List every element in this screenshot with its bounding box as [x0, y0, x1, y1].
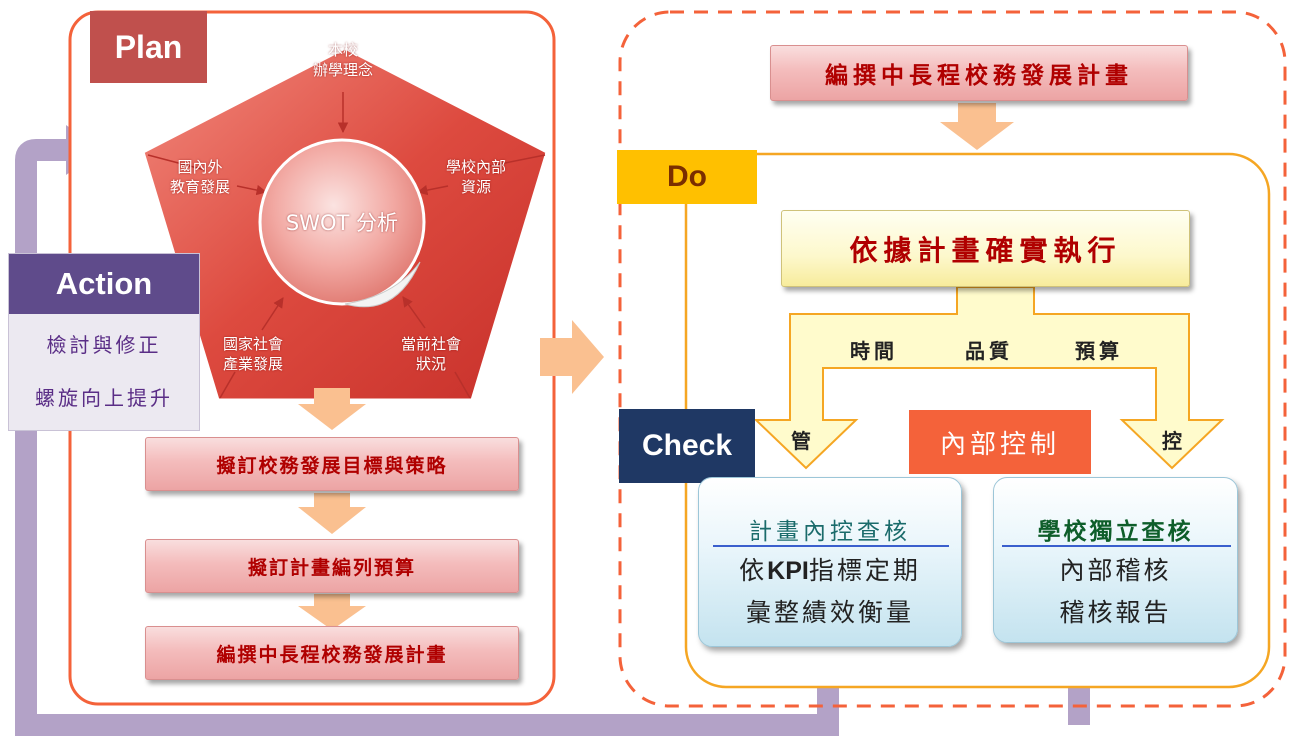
pentagon-left-label: 國內外教育發展 [169, 158, 230, 196]
factor-budget: 預算 [1075, 339, 1123, 363]
do-top-arrow [940, 103, 1014, 150]
pentagon-top-label: 本校辦學理念 [312, 41, 373, 79]
action-line-2: 螺旋向上提升 [35, 386, 173, 410]
performance-line: 彙整績效衡量 [745, 598, 914, 627]
independent-audit-title: 學校獨立查核 [1037, 518, 1194, 545]
split-arrows [753, 286, 1225, 470]
action-panel: Action 檢討與修正 螺旋向上提升 [8, 253, 200, 431]
swot-label: SWOT 分析 [285, 211, 399, 235]
independent-audit-box: 學校獨立查核 內部稽核 稽核報告 [993, 477, 1238, 643]
kpi-text: KPI [767, 557, 809, 585]
pentagon-right-label: 學校內部資源 [445, 158, 506, 196]
plan-step-goals: 擬訂校務發展目標與策略 [145, 437, 519, 491]
action-tag: Action [9, 254, 199, 314]
kpi-line: 依KPI指標定期 [739, 556, 921, 585]
do-top-box: 編撰中長程校務發展計畫 [770, 45, 1188, 101]
title-underline [713, 545, 949, 547]
factor-time: 時間 [850, 339, 898, 363]
do-tag: Do [617, 150, 757, 204]
manage-label: 管 [791, 429, 811, 453]
plan-tag: Plan [90, 11, 207, 83]
plan-internal-audit-title: 計畫內控查核 [749, 519, 911, 545]
title-underline-right [1002, 545, 1231, 547]
plan-internal-audit-box: 計畫內控查核 依KPI指標定期 彙整績效衡量 [698, 477, 962, 647]
plan-step-budget: 擬訂計畫編列預算 [145, 539, 519, 593]
plan-to-do-arrow [540, 320, 604, 394]
swot-circle [258, 138, 426, 306]
page-curl [344, 261, 421, 308]
internal-control-tag: 內部控制 [909, 410, 1091, 474]
factor-quality: 品質 [965, 339, 1013, 363]
check-tag: Check [619, 409, 755, 483]
do-check-outer-frame [618, 10, 1287, 708]
action-line-1: 檢討與修正 [46, 333, 162, 357]
control-label: 控 [1162, 429, 1182, 453]
internal-audit-line: 內部稽核 [1059, 556, 1172, 585]
audit-report-line: 稽核報告 [1059, 598, 1172, 627]
execute-box: 依據計畫確實執行 [781, 210, 1190, 287]
plan-step-long-term: 編撰中長程校務發展計畫 [145, 626, 519, 680]
plan-flow-arrows [298, 388, 366, 630]
pentagon-bottom-left-label: 國家社會產業發展 [222, 335, 283, 373]
pentagon-bottom-right-label: 當前社會狀況 [400, 335, 461, 373]
